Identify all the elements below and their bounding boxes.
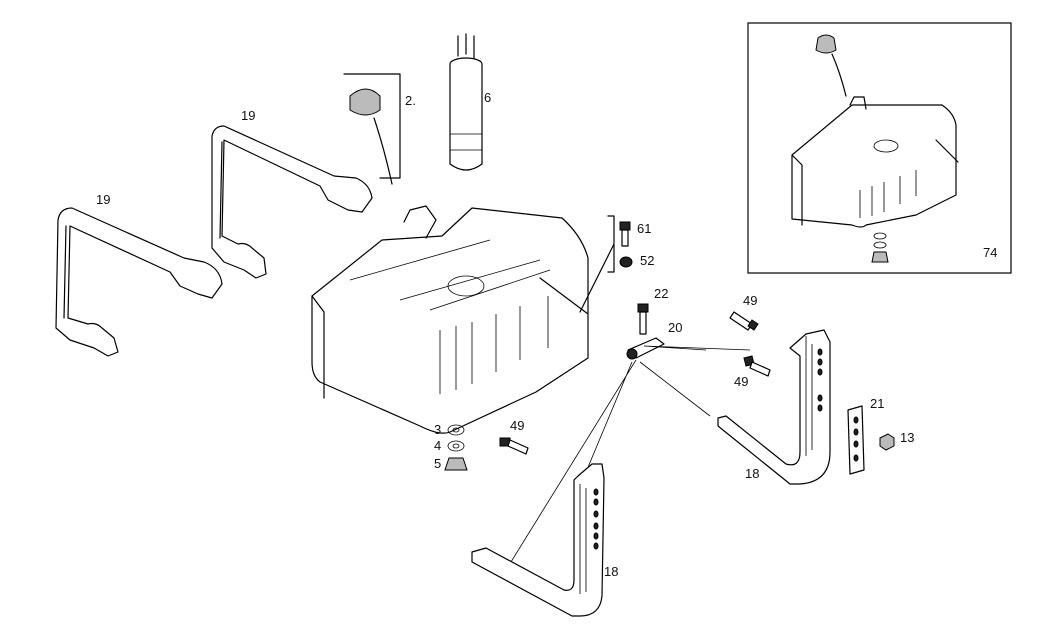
- callout-2: 2.: [405, 93, 416, 108]
- pin-20: 20: [505, 320, 751, 571]
- support-bracket-left: 18: [471, 463, 618, 617]
- callout-49-top: 49: [743, 293, 757, 308]
- callout-20: 20: [668, 320, 682, 335]
- tank-strap-upper: 19: [211, 108, 373, 279]
- fuel-tank: [311, 205, 589, 434]
- bolt-22: 22: [637, 286, 668, 335]
- callout-21: 21: [870, 396, 884, 411]
- bolt-49-low: 49: [499, 418, 529, 455]
- clamp-plate-21: 21: [847, 396, 884, 475]
- drain-washers-plug: 3 4 5: [434, 422, 468, 471]
- callout-18-left: 18: [604, 564, 618, 579]
- bolt-49-top: 49: [729, 293, 759, 331]
- callout-49-mid: 49: [734, 374, 748, 389]
- tank-bolt-nut-group: 61 52: [579, 215, 654, 313]
- callout-19-upper: 19: [241, 108, 255, 123]
- support-bracket-right: 18: [717, 329, 831, 485]
- callout-18-right: 18: [745, 466, 759, 481]
- callout-22: 22: [654, 286, 668, 301]
- callout-6: 6: [484, 90, 491, 105]
- nut-13: 13: [879, 430, 914, 451]
- callout-13: 13: [900, 430, 914, 445]
- callout-61: 61: [637, 221, 651, 236]
- variant-inset: 74: [747, 22, 1012, 274]
- bolt-49-mid: 49: [734, 355, 771, 389]
- callout-5: 5: [434, 456, 441, 471]
- fuel-level-sender: 6: [449, 33, 491, 171]
- callout-19-lower: 19: [96, 192, 110, 207]
- callout-52: 52: [640, 253, 654, 268]
- callout-49-low: 49: [510, 418, 524, 433]
- callout-4: 4: [434, 438, 441, 453]
- callout-74: 74: [983, 245, 997, 260]
- tank-strap-lower: 19: [55, 192, 223, 357]
- fuel-cap: 2.: [343, 73, 416, 185]
- callout-3: 3: [434, 422, 441, 437]
